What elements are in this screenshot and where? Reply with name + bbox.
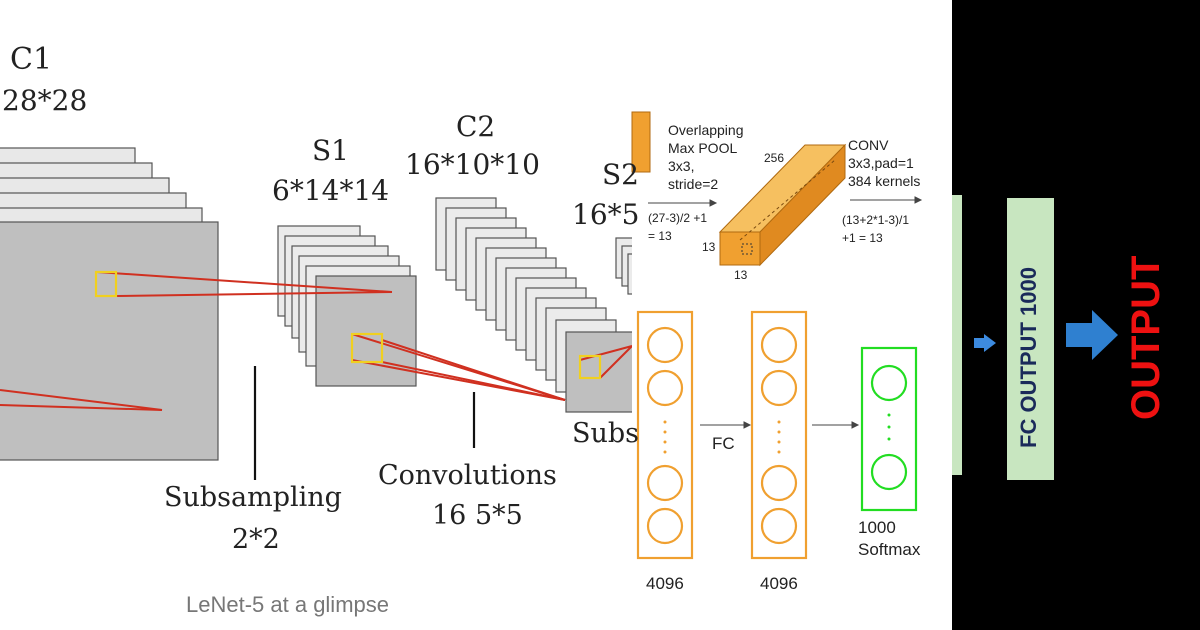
width-label: 13 bbox=[734, 268, 748, 282]
c2-size: 16*10*10 bbox=[405, 148, 540, 181]
fc-label: FC bbox=[712, 434, 735, 453]
conv-line-3: 384 kernels bbox=[848, 173, 921, 189]
fc-layer-1-dots bbox=[663, 420, 667, 454]
depth-label: 256 bbox=[764, 151, 785, 165]
black-panel bbox=[952, 0, 1200, 630]
softmax-layer bbox=[860, 346, 918, 512]
s1-feature-maps bbox=[277, 225, 417, 387]
s1-size: 6*14*14 bbox=[272, 174, 390, 207]
c1-title: C1 bbox=[10, 42, 53, 77]
softmax-layer-dots bbox=[887, 413, 891, 441]
c1-feature-maps bbox=[0, 147, 219, 461]
s1-title: S1 bbox=[312, 134, 349, 167]
c2-feature-maps bbox=[435, 197, 637, 413]
subsampling-label: Subsampling bbox=[164, 482, 342, 513]
fc-output-box bbox=[1007, 198, 1054, 480]
lenet-tick-lines bbox=[253, 366, 476, 480]
pool-formula-2: = 13 bbox=[648, 229, 672, 243]
subsampling-size: 2*2 bbox=[232, 524, 280, 555]
fc-layer-2-label: 4096 bbox=[760, 574, 798, 593]
fc-layer-1-label: 4096 bbox=[646, 574, 684, 593]
lenet-caption: LeNet-5 at a glimpse bbox=[186, 592, 389, 617]
fc-layer-2 bbox=[750, 310, 808, 560]
subsampling-partial-label: Subs bbox=[572, 418, 640, 449]
pool-formula-1: (27-3)/2 +1 bbox=[648, 211, 708, 225]
conv-line-2: 3x3,pad=1 bbox=[848, 155, 914, 171]
softmax-line-2: Softmax bbox=[858, 540, 921, 559]
receptive-field-squares bbox=[94, 270, 602, 380]
output-label: OUTPUT bbox=[1124, 255, 1168, 420]
alexnet-arrows bbox=[648, 196, 923, 207]
s2-size: 16*5 bbox=[572, 198, 640, 231]
s2-title: S2 bbox=[602, 158, 639, 191]
c2-title: C2 bbox=[456, 110, 496, 143]
fc-layer-2-dots bbox=[777, 420, 781, 454]
fc-arrows bbox=[700, 421, 860, 429]
pool-line-4: stride=2 bbox=[668, 176, 719, 192]
softmax-line-1: 1000 bbox=[858, 518, 896, 537]
conv-volume bbox=[718, 143, 847, 267]
receptive-field-lines bbox=[0, 271, 633, 411]
fc-layer-1 bbox=[636, 310, 694, 560]
previous-layer-strip bbox=[952, 195, 962, 475]
pool-input-volume bbox=[631, 111, 651, 173]
conv-line-1: CONV bbox=[848, 137, 889, 153]
pool-line-1: Overlapping bbox=[668, 122, 744, 138]
conv-formula-1: (13+2*1-3)/1 bbox=[842, 213, 910, 227]
convolutions-label: Convolutions bbox=[378, 460, 557, 491]
pool-line-2: Max POOL bbox=[668, 140, 738, 156]
convolutions-size: 16 5*5 bbox=[432, 500, 523, 531]
conv-formula-2: +1 = 13 bbox=[842, 231, 883, 245]
pool-line-3: 3x3, bbox=[668, 158, 695, 174]
big-arrow-icon bbox=[1066, 310, 1118, 360]
small-arrow-icon bbox=[974, 334, 996, 352]
c1-size: 28*28 bbox=[2, 84, 88, 117]
height-label: 13 bbox=[702, 240, 716, 254]
fc-output-label: FC OUTPUT 1000 bbox=[1016, 267, 1041, 448]
